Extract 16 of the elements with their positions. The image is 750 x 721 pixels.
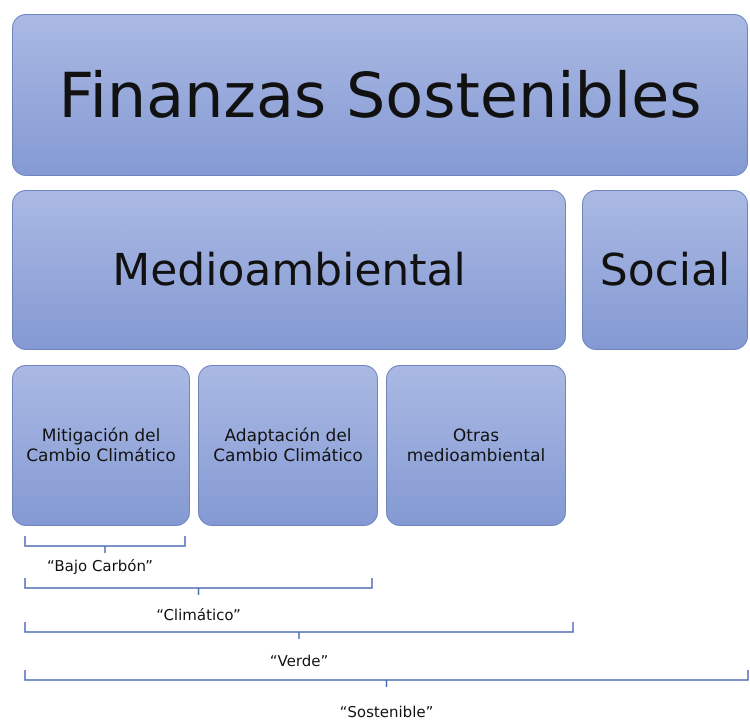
category-box xyxy=(198,365,378,526)
category-box xyxy=(582,190,748,350)
bracket-label: “Bajo Carbón” xyxy=(47,557,153,575)
box-label: Finanzas Sostenibles xyxy=(58,58,702,132)
box-label: Medioambiental xyxy=(112,244,466,296)
bracket-label: “Climático” xyxy=(156,606,241,624)
category-box xyxy=(12,365,190,526)
box-label: Adaptación del Cambio Climático xyxy=(212,426,364,466)
bracket-label: “Verde” xyxy=(270,652,328,670)
category-box xyxy=(12,190,566,350)
box-label: Social xyxy=(600,244,730,296)
bracket-label: “Sostenible” xyxy=(340,703,434,721)
box-label: Otras medioambiental xyxy=(406,426,546,466)
category-box xyxy=(386,365,566,526)
category-box xyxy=(12,14,748,176)
box-label: Mitigación del Cambio Climático xyxy=(25,426,177,466)
